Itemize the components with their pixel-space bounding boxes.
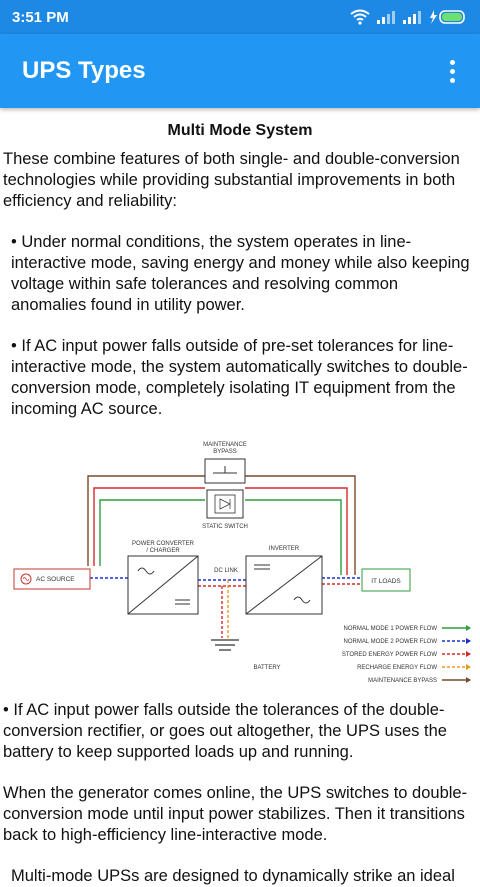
- battery-charging-icon: [430, 10, 465, 24]
- section-heading: Multi Mode System: [167, 122, 313, 139]
- status-bar: 3:51 PM: [0, 0, 480, 34]
- more-vert-icon: [449, 59, 455, 65]
- bullet-paragraph-3: • If AC input power falls outside the to…: [3, 701, 447, 761]
- dc-link-label: DC LINK: [214, 568, 238, 574]
- legend-item: RECHARGE ENERGY FLOW: [357, 665, 437, 671]
- converter-label-2: / CHARGER: [146, 548, 180, 554]
- legend-item: NORMAL MODE 2 POWER FLOW: [344, 639, 438, 645]
- converter-label: POWER CONVERTER: [132, 541, 195, 547]
- wifi-icon: [350, 9, 370, 25]
- inverter-label: INVERTER: [269, 546, 300, 552]
- battery-label: BATTERY: [253, 665, 280, 671]
- intro-paragraph: These combine features of both single- a…: [3, 150, 460, 210]
- legend-item: NORMAL MODE 1 POWER FLOW: [344, 626, 438, 632]
- diagram-legend: NORMAL MODE 1 POWER FLOW NORMAL MODE 2 P…: [342, 625, 471, 684]
- static-switch-label: STATIC SWITCH: [202, 524, 248, 530]
- article-content: Multi Mode System These combine features…: [0, 108, 480, 887]
- overflow-menu-button[interactable]: [440, 51, 464, 91]
- page-title: UPS Types: [22, 57, 146, 84]
- signal-icon-2: [403, 11, 421, 24]
- signal-icon: [377, 11, 395, 24]
- maintenance-bypass-label-2: BYPASS: [213, 449, 237, 455]
- partial-paragraph: Multi-mode UPSs are designed to dynamica…: [11, 867, 455, 885]
- multi-mode-diagram: MAINTENANCE BYPASS STATIC SWITCH POWER C…: [13, 442, 471, 684]
- ac-source-label: AC SOURCE: [36, 576, 75, 583]
- legend-item: STORED ENERGY POWER FLOW: [342, 652, 437, 658]
- generator-paragraph: When the generator comes online, the UPS…: [3, 784, 468, 844]
- status-icons: [350, 9, 468, 25]
- maintenance-bypass-label: MAINTENANCE: [203, 442, 247, 448]
- bullet-paragraph-2: • If AC input power falls outside of pre…: [11, 337, 468, 418]
- status-time: 3:51 PM: [12, 8, 69, 26]
- legend-item: MAINTENANCE BYPASS: [368, 678, 437, 684]
- app-bar: UPS Types: [0, 34, 480, 108]
- it-loads-label: IT LOADS: [371, 578, 401, 585]
- bullet-paragraph-1: • Under normal conditions, the system op…: [11, 233, 470, 314]
